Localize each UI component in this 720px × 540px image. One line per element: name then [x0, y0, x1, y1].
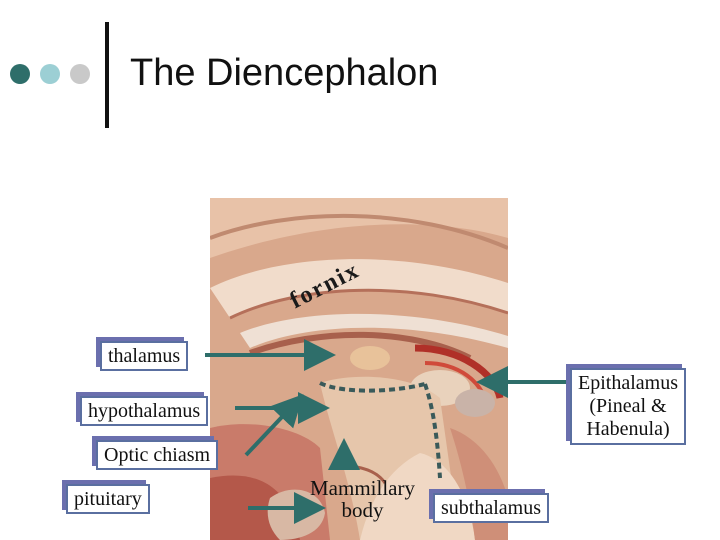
title-divider [105, 22, 109, 128]
arrow-optic-chiasm [244, 394, 304, 457]
label-thalamus: thalamus [100, 341, 189, 371]
bullet-dot-dark [10, 64, 30, 84]
mammillary-line-2: body [341, 498, 384, 522]
label-hypothalamus: hypothalamus [80, 396, 209, 426]
bullet-dot-grey [70, 64, 90, 84]
label-pituitary: pituitary [66, 484, 150, 514]
label-mammillary-body: Mammillary body [310, 477, 415, 521]
mammillary-line-1: Mammillary [310, 476, 415, 500]
epithalamus-line-1: Epithalamus [578, 372, 678, 394]
label-epithalamus: Epithalamus (Pineal & Habenula) [570, 368, 686, 445]
label-optic-chiasm: Optic chiasm [96, 440, 219, 470]
epithalamus-line-3: Habenula) [586, 418, 670, 440]
bullet-dot-light [40, 64, 60, 84]
slide-title: The Diencephalon [130, 52, 439, 94]
label-subthalamus: subthalamus [433, 493, 549, 523]
epithalamus-line-2: (Pineal & [589, 395, 667, 417]
